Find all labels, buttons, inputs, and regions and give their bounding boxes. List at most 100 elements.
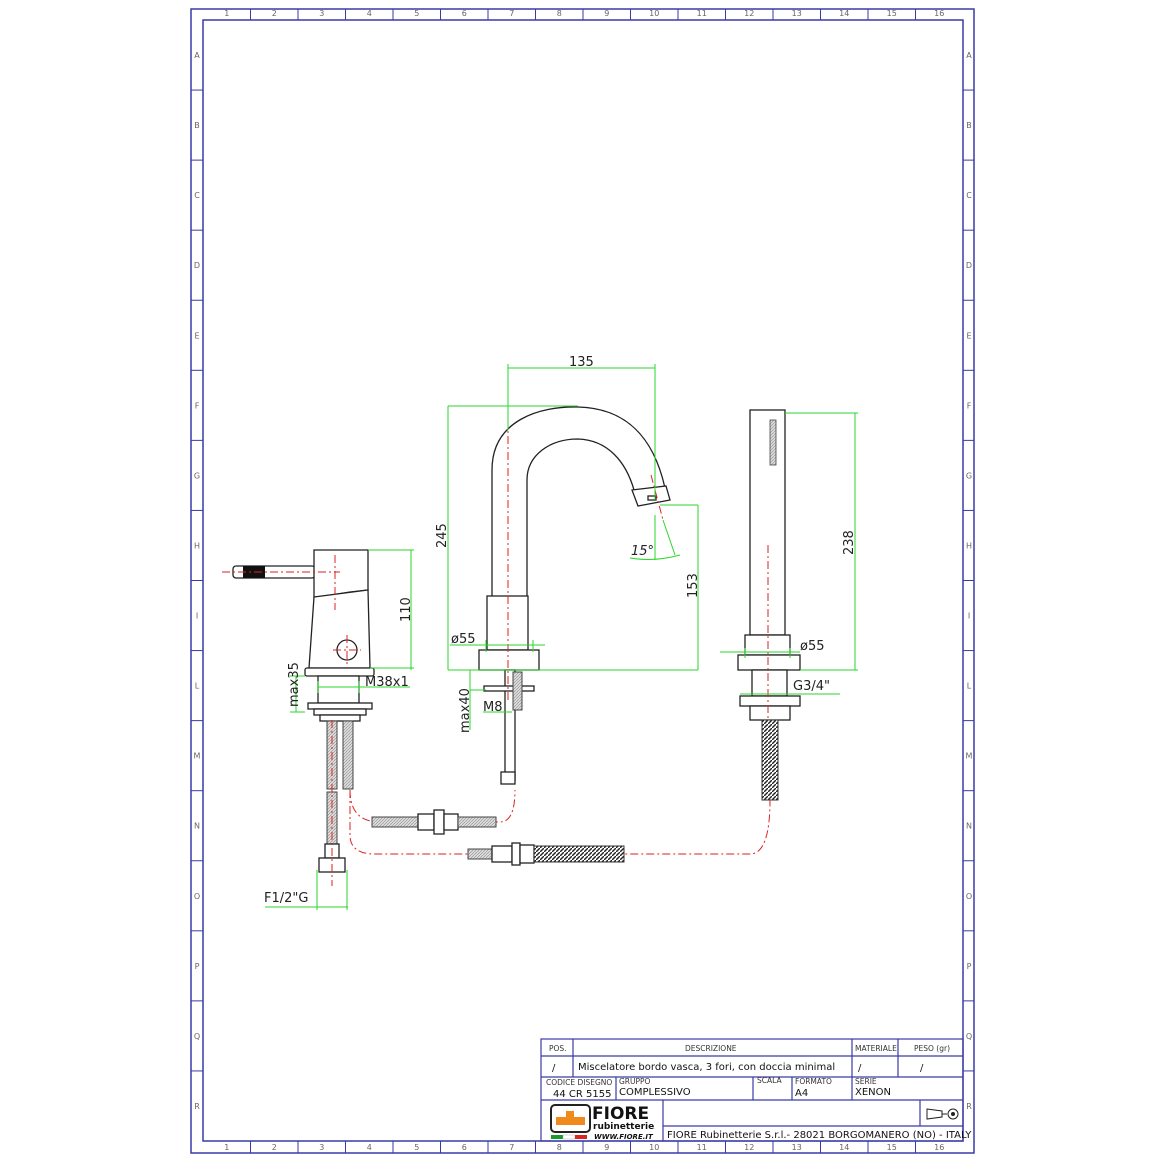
dim-g34: G3/4" [793, 679, 830, 694]
dim-dia55-shower: ø55 [800, 639, 825, 654]
grid-row-label: C [966, 191, 972, 200]
logo-text: FIORE [592, 1104, 649, 1124]
scala-header: SCALA [757, 1076, 782, 1085]
grid-row-label: R [966, 1102, 972, 1111]
projection-symbol-icon [926, 1108, 959, 1120]
grid-row-label: C [194, 191, 200, 200]
dim-245: 245 [435, 523, 450, 548]
grid-row-label: O [194, 892, 200, 901]
grid-row-label: F [195, 401, 200, 410]
gruppo-value: COMPLESSIVO [619, 1087, 691, 1098]
grid-column-label: 12 [744, 1143, 754, 1152]
logo-url: WWW.FIORE.IT [594, 1133, 654, 1141]
pos-value: / [552, 1063, 556, 1074]
grid-column-label: 9 [604, 9, 609, 18]
grid-column-label: 15 [887, 1143, 897, 1152]
grid-column-label: 9 [604, 1143, 609, 1152]
spout [478, 406, 671, 785]
formato-value: A4 [795, 1088, 808, 1099]
grid-column-label: 10 [649, 1143, 659, 1152]
description-header: DESCRIZIONE [685, 1044, 737, 1053]
grid-row-label: R [194, 1102, 200, 1111]
grid-row-label: O [966, 892, 972, 901]
grid-row-label: E [194, 331, 199, 340]
serie-value: XENON [855, 1087, 891, 1098]
dim-m8: M8 [483, 700, 503, 715]
gruppo-header: GRUPPO [619, 1077, 651, 1086]
dim-max35: max35 [287, 662, 302, 707]
grid-row-label: G [194, 471, 200, 480]
dim-135: 135 [569, 355, 594, 370]
grid-row-label: G [966, 471, 972, 480]
grid-column-label: 4 [367, 9, 372, 18]
grid-row-label: L [195, 682, 200, 691]
dim-15deg: 15° [631, 544, 654, 559]
peso-header: PESO (gr) [914, 1044, 950, 1053]
materiale-value: / [858, 1063, 862, 1074]
logo-subtext: rubinetterie [593, 1122, 654, 1132]
grid-column-label: 16 [934, 1143, 944, 1152]
dim-153: 153 [686, 573, 701, 598]
peso-value: / [920, 1063, 924, 1074]
connection-hoses [349, 789, 771, 866]
grid-row-label: M [966, 752, 973, 761]
grid-row-label: I [968, 612, 970, 621]
spout-dimensions: 135 245 153 15° ø55 max40 M8 [435, 355, 701, 733]
grid-column-label: 14 [839, 9, 849, 18]
grid-column-label: 6 [462, 9, 467, 18]
grid-column-label: 2 [272, 9, 277, 18]
grid-column-label: 2 [272, 1143, 277, 1152]
grid-row-label: A [194, 51, 200, 60]
description-value: Miscelatore bordo vasca, 3 fori, con doc… [578, 1062, 835, 1073]
sheet-frame: 1122334455667788991010111112121313141415… [190, 8, 975, 1154]
grid-row-label: P [195, 962, 200, 971]
grid-column-label: 13 [792, 1143, 802, 1152]
grid-column-label: 3 [319, 1143, 324, 1152]
grid-column-label: 14 [839, 1143, 849, 1152]
grid-column-label: 11 [697, 9, 707, 18]
title-block: POS. DESCRIZIONE MATERIALE PESO (gr) / M… [540, 1038, 972, 1142]
fiore-logo: FIORE rubinetterie WWW.FIORE.IT [550, 1104, 654, 1141]
dim-m38x1: M38x1 [365, 675, 409, 690]
grid-row-label: F [967, 401, 972, 410]
grid-column-label: 3 [319, 9, 324, 18]
grid-row-label: Q [966, 1032, 972, 1041]
grid-column-label: 7 [509, 1143, 514, 1152]
grid-column-label: 5 [414, 9, 419, 18]
dim-f12g: F1/2"G [264, 891, 308, 906]
grid-column-label: 6 [462, 1143, 467, 1152]
grid-column-label: 15 [887, 9, 897, 18]
grid-column-label: 8 [557, 1143, 562, 1152]
materiale-header: MATERIALE [855, 1044, 897, 1053]
shower-dimensions: 238 ø55 G3/4" [720, 412, 858, 695]
grid-row-label: H [966, 541, 972, 550]
grid-column-label: 1 [224, 9, 229, 18]
dim-238: 238 [842, 530, 857, 555]
grid-row-label: H [194, 541, 200, 550]
grid-row-label: D [966, 261, 972, 270]
grid-column-label: 12 [744, 9, 754, 18]
mixer-body [222, 549, 375, 886]
serie-header: SERIE [855, 1077, 877, 1086]
grid-column-label: 1 [224, 1143, 229, 1152]
grid-row-label: N [966, 822, 972, 831]
grid-row-label: E [966, 331, 971, 340]
mixer-dimensions: 110 max35 M38x1 F1/2"G [264, 549, 414, 910]
pos-header: POS. [549, 1044, 567, 1053]
formato-header: FORMATO [795, 1077, 832, 1086]
company-address: FIORE Rubinetterie S.r.l.- 28021 BORGOMA… [667, 1130, 972, 1141]
grid-row-label: P [967, 962, 972, 971]
grid-row-label: M [194, 752, 201, 761]
grid-row-label: A [966, 51, 972, 60]
dim-max40: max40 [458, 688, 473, 733]
grid-row-label: N [194, 822, 200, 831]
grid-column-label: 10 [649, 9, 659, 18]
grid-column-label: 5 [414, 1143, 419, 1152]
grid-row-label: I [196, 612, 198, 621]
hand-shower [737, 409, 801, 801]
dim-dia55-spout: ø55 [451, 632, 476, 647]
grid-column-label: 11 [697, 1143, 707, 1152]
dim-110: 110 [399, 597, 414, 622]
grid-row-label: B [194, 121, 200, 130]
